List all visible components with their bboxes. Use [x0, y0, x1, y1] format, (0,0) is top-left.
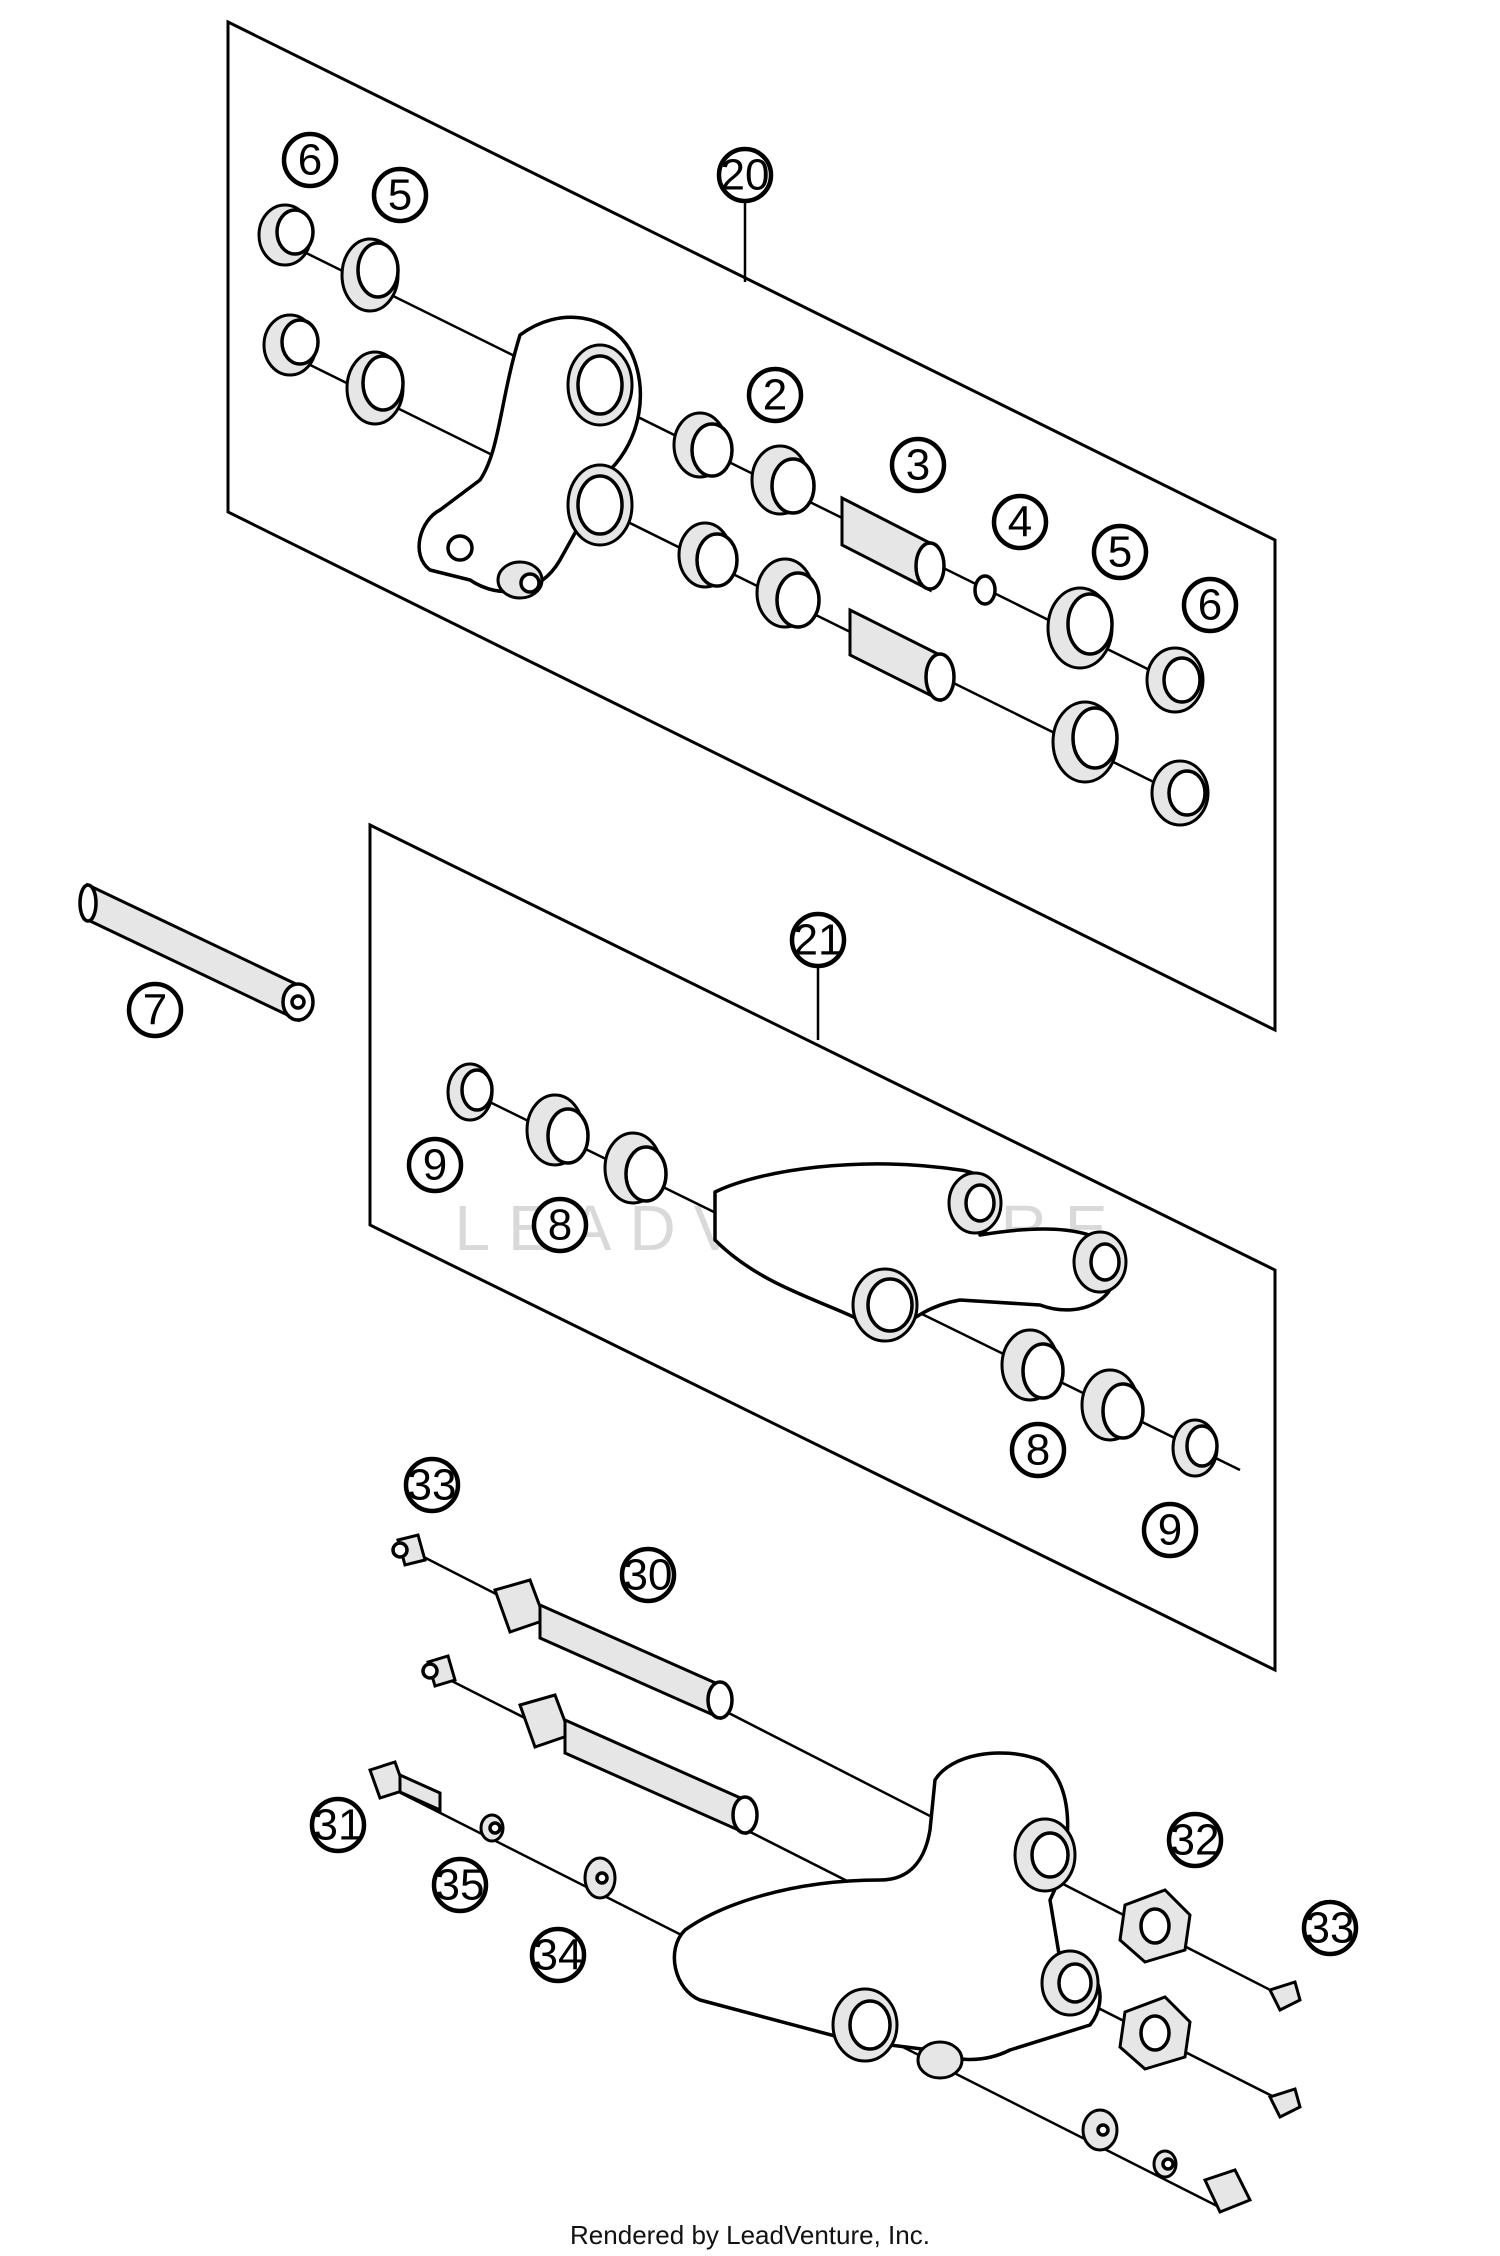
svg-text:30: 30	[624, 1551, 673, 1600]
bushing-part-8-left-a	[525, 1093, 590, 1167]
svg-text:8: 8	[1026, 1426, 1050, 1475]
grease-nipple-part-33-right-lower	[1267, 2087, 1302, 2120]
washer-part-35-right	[1152, 2149, 1178, 2179]
svg-text:9: 9	[1158, 1506, 1182, 1555]
svg-text:9: 9	[423, 1141, 447, 1190]
callout-33-left: 33	[403, 1456, 461, 1514]
bushing-part-2b-upper	[750, 444, 816, 516]
bearing-part-6-left-upper	[257, 203, 315, 267]
seal-part-5-left-lower	[345, 350, 405, 426]
grease-nipple-part-33-right-upper	[1267, 1980, 1302, 2013]
nut-part-32-upper	[1118, 1888, 1192, 1964]
svg-text:33: 33	[408, 1461, 457, 1510]
svg-text:35: 35	[436, 1861, 485, 1910]
bushing-part-8-left-b	[603, 1131, 668, 1205]
washer-part-34	[583, 1856, 617, 1900]
assembled-linkage	[672, 1751, 1102, 2080]
bolt-part-30-upper	[493, 1578, 734, 1721]
seal-part-5-right-upper	[1046, 586, 1114, 670]
svg-text:4: 4	[1008, 498, 1032, 547]
bushing-part-8-right-b	[1080, 1368, 1145, 1442]
svg-text:34: 34	[534, 1931, 583, 1980]
bearing-part-6-left-lower	[262, 313, 320, 377]
svg-text:6: 6	[1198, 581, 1222, 630]
grease-nipple-part-33-left-upper	[391, 1533, 427, 1567]
washer-part-34-right	[1081, 2108, 1119, 2152]
callout-4: 4	[991, 493, 1049, 551]
bushing-part-2b-lower	[755, 557, 821, 629]
callout-8-left: 8	[531, 1196, 589, 1254]
callout-32: 32	[1166, 1811, 1224, 1869]
sleeve-part-3-lower	[848, 607, 956, 703]
callout-5-left: 5	[371, 166, 429, 224]
callout-7: 7	[126, 981, 184, 1039]
seal-part-5-right-lower	[1051, 700, 1119, 784]
screw-part-31	[368, 1760, 442, 1813]
connecting-rod	[713, 1162, 1128, 1343]
svg-text:6: 6	[298, 136, 322, 185]
pin-part-7	[78, 882, 315, 1023]
callout-33-right: 33	[1301, 1899, 1359, 1957]
assembly-frame-21	[368, 822, 1277, 1673]
callout-8-right: 8	[1009, 1421, 1067, 1479]
callout-30: 30	[619, 1546, 677, 1604]
callout-34: 34	[529, 1926, 587, 1984]
callout-6-right: 6	[1181, 576, 1239, 634]
seal-part-9-left	[446, 1062, 494, 1122]
screw-part-31-right	[1202, 2168, 1253, 2214]
svg-text:5: 5	[388, 171, 412, 220]
bushing-part-2-upper	[672, 411, 734, 479]
seal-part-9-right	[1171, 1418, 1219, 1478]
bushing-part-8-right-a	[1000, 1328, 1065, 1402]
callout-3: 3	[889, 436, 947, 494]
callout-6-left: 6	[281, 131, 339, 189]
callout-20: 20	[716, 146, 774, 204]
assembly-frame-20	[226, 19, 1277, 1033]
linkage-lever	[417, 315, 643, 600]
svg-text:33: 33	[1306, 1904, 1355, 1953]
bearing-part-6-right-lower	[1150, 759, 1210, 827]
callout-2: 2	[746, 366, 804, 424]
bearing-part-6-right-upper	[1145, 646, 1205, 714]
callout-9-left: 9	[406, 1136, 464, 1194]
o-ring-part-4	[973, 574, 997, 606]
svg-text:20: 20	[721, 151, 770, 200]
callout-5-right: 5	[1091, 523, 1149, 581]
svg-text:32: 32	[1171, 1816, 1220, 1865]
callout-31: 31	[309, 1796, 367, 1854]
rendered-by-credit: Rendered by LeadVenture, Inc.	[570, 2220, 930, 2250]
axis-line-upper	[289, 243, 1181, 687]
svg-text:3: 3	[906, 441, 930, 490]
svg-text:5: 5	[1108, 528, 1132, 577]
grease-nipple-part-33-left-lower	[421, 1654, 457, 1688]
callout-9-right: 9	[1141, 1501, 1199, 1559]
callout-21: 21	[789, 911, 847, 969]
callout-35: 35	[431, 1856, 489, 1914]
bushing-part-2-lower	[677, 521, 739, 589]
svg-text:8: 8	[548, 1201, 572, 1250]
svg-text:7: 7	[143, 986, 167, 1035]
sleeve-part-3-upper	[840, 495, 946, 593]
svg-text:2: 2	[763, 371, 787, 420]
nut-part-32-lower	[1118, 1995, 1192, 2071]
svg-text:21: 21	[794, 916, 843, 965]
bolt-part-30-lower	[518, 1693, 759, 1836]
seal-part-5-left-upper	[340, 237, 400, 313]
svg-text:31: 31	[314, 1801, 363, 1850]
washer-part-35	[479, 1813, 505, 1843]
